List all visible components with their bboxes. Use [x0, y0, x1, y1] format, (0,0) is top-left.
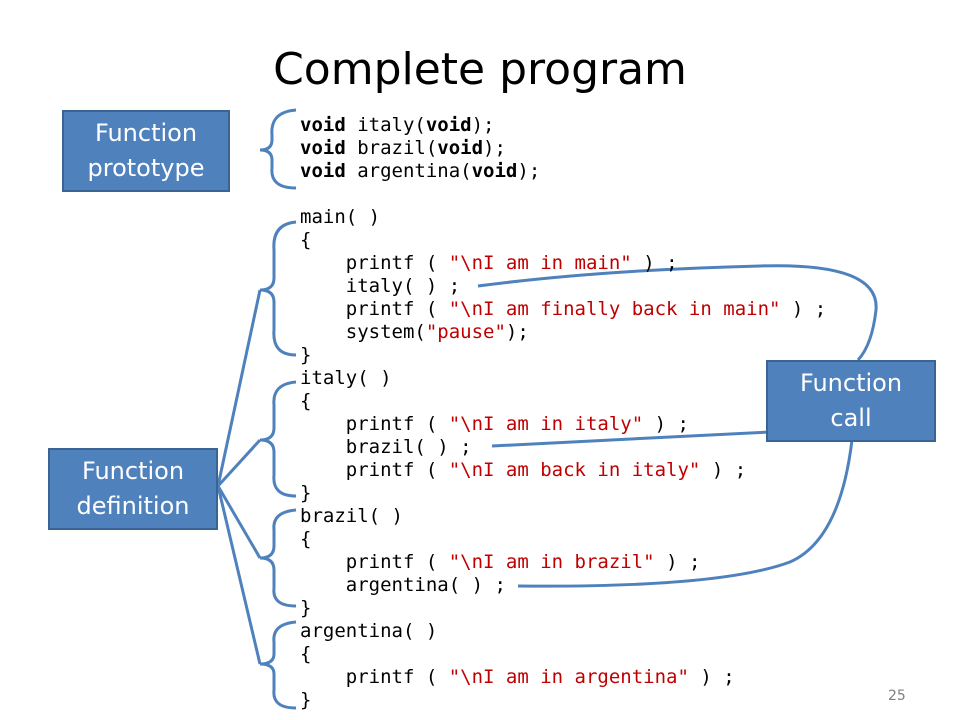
page-number: 25	[888, 688, 906, 704]
definition-fan	[216, 289, 262, 665]
code-text: {	[300, 528, 312, 550]
code-text: {	[300, 229, 312, 251]
code-text: argentina( ) ;	[300, 574, 506, 596]
code-text: ) ;	[780, 298, 827, 320]
function-definition-label: Function definition	[48, 448, 218, 530]
code-text: }	[300, 597, 312, 619]
argentina-brace	[259, 620, 297, 710]
code-keyword: void	[437, 137, 484, 159]
code-line: void brazil(void);	[300, 137, 506, 160]
code-line: }	[300, 689, 311, 712]
code-text: }	[300, 689, 312, 711]
code-text: brazil(	[345, 137, 438, 159]
code-string: "pause"	[425, 321, 506, 343]
call-argentina-connector	[517, 439, 854, 588]
code-string: "\nI am in italy"	[448, 413, 644, 435]
code-line: main( )	[300, 206, 380, 229]
call-italy-connector	[477, 264, 878, 362]
code-line: printf ( "\nI am in brazil" ) ;	[300, 551, 701, 574]
code-string: "\nI am in argentina"	[448, 666, 689, 688]
code-text: );	[505, 321, 529, 343]
code-text: printf (	[300, 298, 449, 320]
italy-brace	[259, 380, 297, 498]
code-keyword: void	[300, 114, 346, 136]
code-keyword: void	[471, 160, 518, 182]
code-text: );	[471, 114, 495, 136]
code-line: {	[300, 390, 311, 413]
code-line: printf ( "\nI am in main" ) ;	[300, 252, 678, 275]
code-string: "\nI am in main"	[448, 252, 632, 274]
code-text: {	[300, 390, 312, 412]
code-line: }	[300, 482, 311, 505]
code-line: printf ( "\nI am in argentina" ) ;	[300, 666, 735, 689]
code-line: }	[300, 597, 311, 620]
code-text: italy( ) ;	[300, 275, 461, 297]
code-text: ) ;	[688, 666, 735, 688]
code-text: printf (	[300, 551, 449, 573]
code-line: void italy(void);	[300, 114, 495, 137]
code-text: main( )	[300, 206, 381, 228]
brazil-brace	[259, 508, 297, 608]
code-text: ) ;	[654, 551, 701, 573]
code-line: italy( )	[300, 367, 392, 390]
code-line: {	[300, 643, 311, 666]
code-line: {	[300, 229, 311, 252]
code-line: printf ( "\nI am in italy" ) ;	[300, 413, 689, 436]
code-line: brazil( ) ;	[300, 436, 472, 459]
call-brazil-connector	[491, 430, 771, 448]
prototype-brace	[259, 108, 297, 190]
code-text: system(	[300, 321, 426, 343]
code-text: );	[517, 160, 541, 182]
code-text: ) ;	[631, 252, 678, 274]
code-line: system("pause");	[300, 321, 529, 344]
code-keyword: void	[300, 160, 346, 182]
code-text: );	[483, 137, 506, 159]
code-string: "\nI am back in italy"	[448, 459, 701, 481]
code-text: brazil( ) ;	[300, 436, 472, 458]
code-string: "\nI am in brazil"	[448, 551, 655, 573]
code-line: argentina( ) ;	[300, 574, 506, 597]
code-text: ) ;	[700, 459, 747, 481]
code-line: }	[300, 344, 311, 367]
function-prototype-label: Function prototype	[62, 110, 230, 192]
code-text: printf (	[300, 666, 449, 688]
code-line: brazil( )	[300, 505, 403, 528]
code-text: argentina(	[345, 160, 472, 182]
code-text: printf (	[300, 459, 449, 481]
code-text: italy(	[345, 114, 426, 136]
code-line: argentina( )	[300, 620, 437, 643]
code-line: printf ( "\nI am finally back in main" )…	[300, 298, 826, 321]
function-call-label: Function call	[766, 360, 936, 442]
code-keyword: void	[300, 137, 346, 159]
code-keyword: void	[425, 114, 472, 136]
code-line: printf ( "\nI am back in italy" ) ;	[300, 459, 746, 482]
slide-title: Complete program	[273, 44, 687, 95]
code-text: ) ;	[643, 413, 689, 435]
code-text: italy( )	[300, 367, 392, 389]
code-line: italy( ) ;	[300, 275, 460, 298]
code-text: brazil( )	[300, 505, 403, 527]
main-brace	[259, 220, 297, 357]
code-line: void argentina(void);	[300, 160, 540, 183]
code-text: printf (	[300, 413, 449, 435]
code-text: }	[300, 482, 312, 504]
code-text: }	[300, 344, 312, 366]
code-text: printf (	[300, 252, 449, 274]
code-line: {	[300, 528, 311, 551]
code-text: argentina( )	[300, 620, 438, 642]
code-text: {	[300, 643, 312, 665]
code-string: "\nI am finally back in main"	[448, 298, 781, 320]
